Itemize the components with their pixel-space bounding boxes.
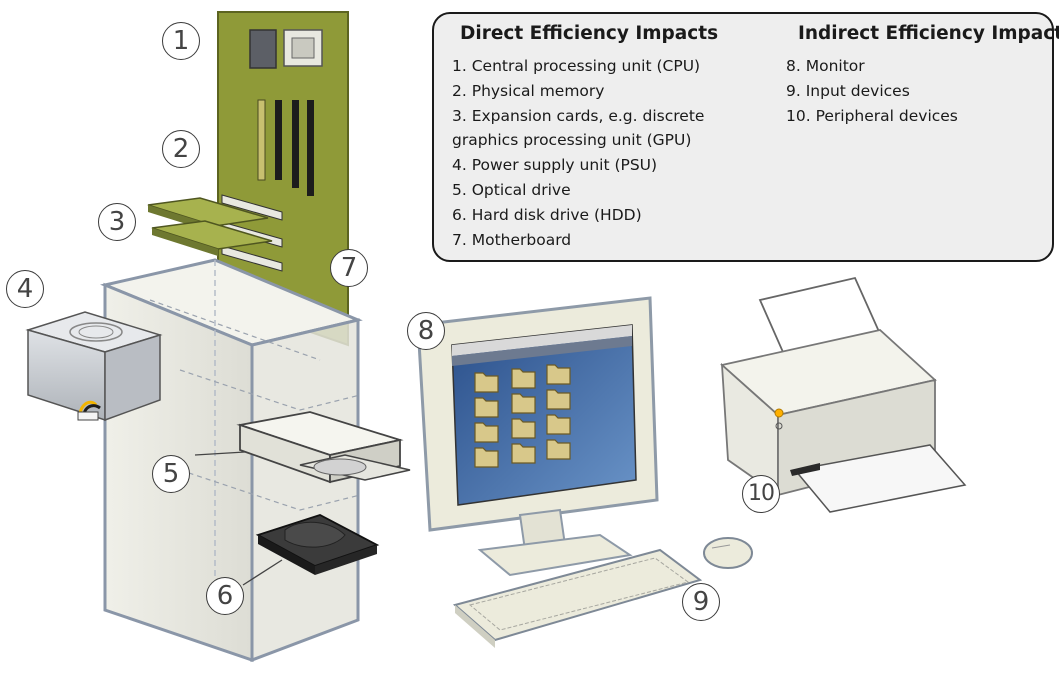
direct-item-psu: 4. Power supply unit (PSU) [452,156,658,175]
callout-2: 2 [162,130,200,168]
indirect-item-input: 9. Input devices [786,81,910,100]
indirect-impacts-list: 8. Monitor 9. Input devices 10. Peripher… [786,54,958,128]
folder-icons [474,364,571,468]
direct-item-optical: 5. Optical drive [452,180,571,199]
indirect-impacts-title: Indirect Efficiency Impacts [798,23,1059,44]
indirect-item-peripheral: 10. Peripheral devices [786,106,958,125]
indirect-item-monitor: 8. Monitor [786,57,865,75]
expansion-cards [147,197,273,256]
direct-item-memory: 2. Physical memory [452,81,605,100]
callout-leader-lines [194,451,283,586]
callout-6: 6 [206,577,244,615]
direct-item-hdd: 6. Hard disk drive (HDD) [452,205,642,224]
mouse [703,537,753,569]
callout-3: 3 [98,203,136,241]
callout-8: 8 [407,312,445,350]
printer [720,276,967,513]
callout-9: 9 [682,583,720,621]
direct-item-cpu: 1. Central processing unit (CPU) [452,57,701,75]
hard-disk-drive [255,514,380,575]
callout-5: 5 [152,455,190,493]
callout-7: 7 [330,249,368,287]
direct-impacts-title: Direct Efficiency Impacts [460,23,719,44]
direct-impacts-list: 1. Central processing unit (CPU) 2. Phys… [452,54,704,252]
direct-item-motherboard: 7. Motherboard [452,230,572,249]
power-supply-unit [25,311,163,422]
motherboard [217,11,349,347]
callout-4: 4 [6,270,44,308]
callout-10: 10 [742,475,780,513]
direct-item-expansion: 3. Expansion cards, e.g. discrete [452,106,705,125]
optical-drive [236,411,411,484]
callout-1: 1 [162,22,200,60]
monitor [416,296,659,577]
legend-box: Direct Efficiency Impacts Indirect Effic… [432,12,1059,262]
direct-item-expansion-cont: graphics processing unit (GPU) [452,131,692,150]
keyboard [452,548,703,648]
